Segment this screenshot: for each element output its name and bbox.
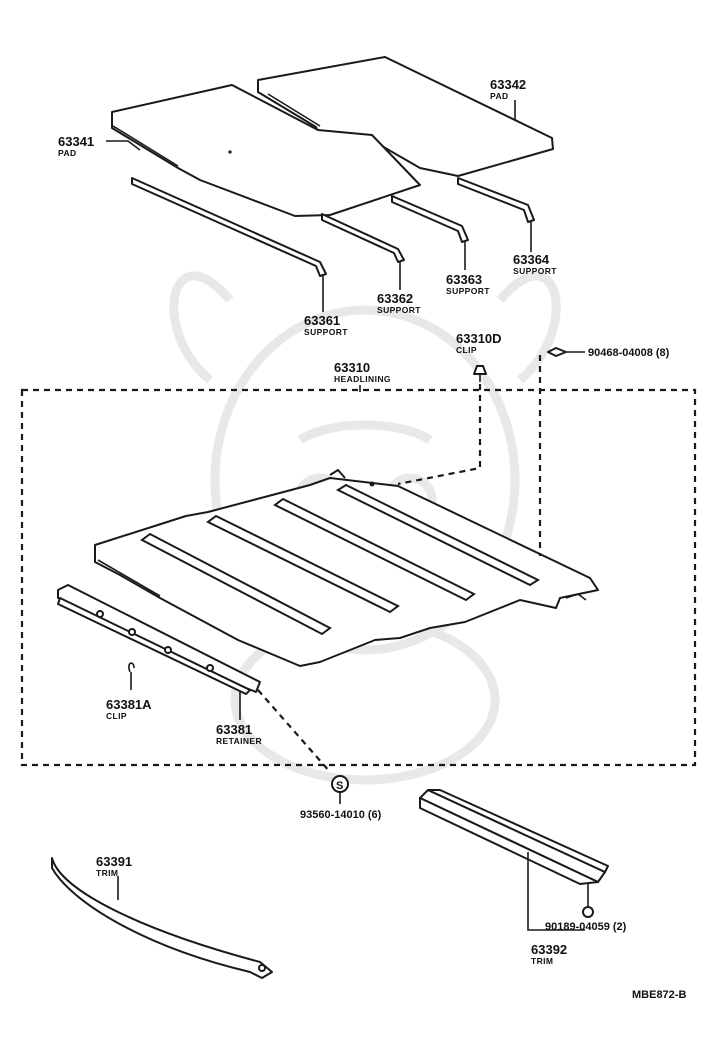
svg-text:63381A: 63381A [106, 697, 152, 712]
svg-text:CLIP: CLIP [456, 345, 477, 355]
svg-text:RETAINER: RETAINER [216, 736, 262, 746]
svg-text:63364: 63364 [513, 252, 550, 267]
support-63361-drawing[interactable] [131, 177, 327, 277]
label-63341: 63341 PAD [58, 134, 94, 158]
nut-90189-icon[interactable] [582, 884, 594, 918]
label-63362: 63362 SUPPORT [377, 291, 421, 315]
label-93560-14010: 93560-14010 (6) [300, 809, 382, 821]
svg-text:MBE872-B: MBE872-B [632, 989, 686, 1001]
trim-63392-drawing[interactable] [419, 789, 609, 885]
screw-93560-icon[interactable]: S [331, 775, 349, 804]
screw-90468-icon[interactable] [547, 347, 585, 357]
support-63362-drawing[interactable] [321, 213, 405, 263]
svg-text:TRIM: TRIM [96, 868, 118, 878]
label-63392: 63392 TRIM [531, 942, 567, 966]
svg-text:63341: 63341 [58, 134, 94, 149]
support-63363-drawing[interactable] [391, 195, 469, 243]
label-63310D: 63310D CLIP [456, 331, 502, 355]
svg-text:63310D: 63310D [456, 331, 502, 346]
label-63381: 63381 RETAINER [216, 722, 262, 746]
label-90468-04008: 90468-04008 (8) [588, 347, 670, 359]
label-63363: 63363 SUPPORT [446, 272, 490, 296]
svg-text:63362: 63362 [377, 291, 413, 306]
label-63310: 63310 HEADLINING [334, 360, 391, 384]
retainer-63381-drawing[interactable] [57, 584, 261, 695]
svg-text:63381: 63381 [216, 722, 252, 737]
svg-text:63363: 63363 [446, 272, 482, 287]
svg-text:PAD: PAD [490, 91, 509, 101]
label-90189-04059: 90189-04059 (2) [545, 921, 627, 933]
label-63342: 63342 PAD [490, 77, 526, 101]
label-63361: 63361 SUPPORT [304, 313, 348, 337]
svg-text:63310: 63310 [334, 360, 370, 375]
svg-text:63392: 63392 [531, 942, 567, 957]
svg-text:SUPPORT: SUPPORT [513, 266, 557, 276]
headlining-assembly-outline [20, 388, 697, 767]
svg-text:PAD: PAD [58, 148, 77, 158]
clip-63310D-drawing[interactable] [473, 365, 487, 382]
svg-text:HEADLINING: HEADLINING [334, 374, 391, 384]
svg-text:TRIM: TRIM [531, 956, 553, 966]
screw-93560-symbol: S [336, 780, 343, 792]
support-63364-drawing[interactable] [457, 177, 535, 223]
svg-text:SUPPORT: SUPPORT [304, 327, 348, 337]
svg-text:63361: 63361 [304, 313, 340, 328]
diagram-code: MBE872-B [632, 989, 686, 1001]
pad-63342-drawing[interactable] [257, 56, 554, 177]
svg-text:90468-04008 (8): 90468-04008 (8) [588, 347, 670, 359]
label-63381A: 63381A CLIP [106, 697, 152, 721]
svg-text:90189-04059 (2): 90189-04059 (2) [545, 921, 627, 933]
svg-text:93560-14010 (6): 93560-14010 (6) [300, 809, 382, 821]
trim-63391-drawing[interactable] [51, 857, 273, 979]
label-63364: 63364 SUPPORT [513, 252, 557, 276]
svg-text:CLIP: CLIP [106, 711, 127, 721]
clip-63381A-drawing[interactable] [128, 662, 135, 690]
svg-text:SUPPORT: SUPPORT [377, 305, 421, 315]
svg-text:63342: 63342 [490, 77, 526, 92]
headlining-63310-drawing[interactable] [94, 469, 599, 667]
label-63391: 63391 TRIM [96, 854, 132, 878]
pad-63341-drawing[interactable] [111, 84, 421, 217]
svg-text:63391: 63391 [96, 854, 132, 869]
svg-text:SUPPORT: SUPPORT [446, 286, 490, 296]
